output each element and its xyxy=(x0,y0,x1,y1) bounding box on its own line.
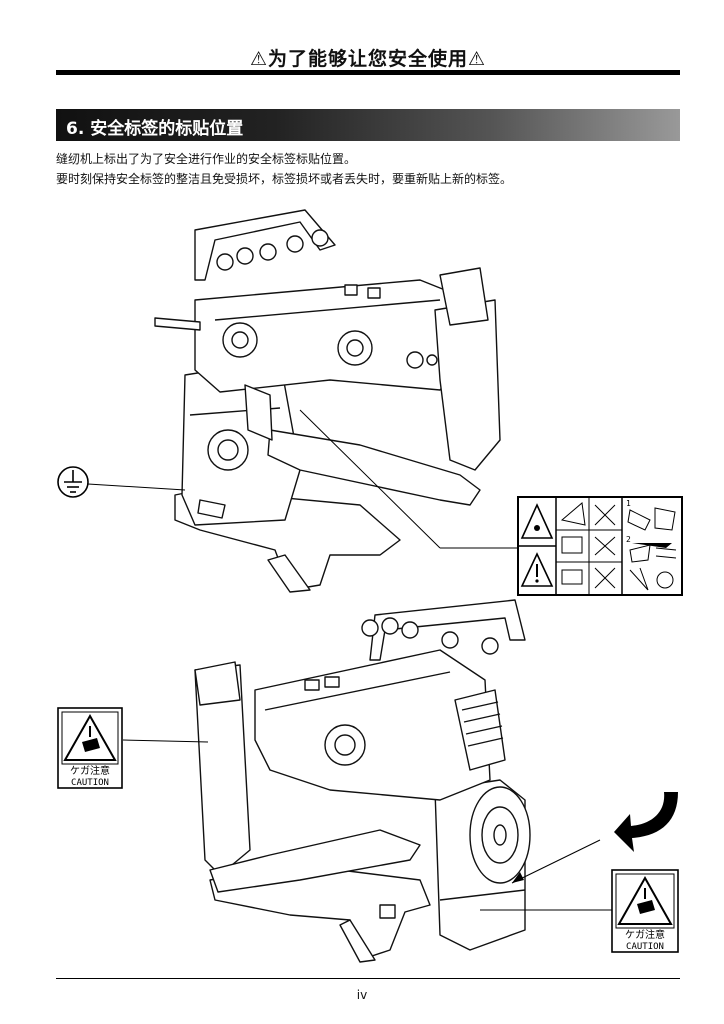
caution-jp-text: ケガ注意 xyxy=(625,928,665,941)
caution-label-right: ケガ注意 CAUTION xyxy=(611,869,679,953)
body-text-line-2: 要时刻保持安全标签的整洁且免受损坏，标签损坏或者丢失时，要重新贴上新的标签。 xyxy=(56,172,513,186)
section-title: 6. 安全标签的标贴位置 xyxy=(66,119,244,139)
body-text-line-1: 缝纫机上标出了为了安全进行作业的安全标签标贴位置。 xyxy=(56,152,357,166)
footer-rule xyxy=(56,978,680,979)
rotation-direction-arrow-icon xyxy=(614,792,678,852)
section-heading-bar: 6. 安全标签的标贴位置 xyxy=(56,109,680,141)
warning-panel-leader-line xyxy=(299,409,441,549)
panel-step-2: 2 xyxy=(626,535,631,544)
caution-label-left: ケガ注意 CAUTION xyxy=(57,707,123,789)
caution-en-text: CAUTION xyxy=(71,778,109,788)
lower-sewing-machine-illustration xyxy=(194,599,531,963)
ground-symbol xyxy=(57,466,186,498)
warning-label-panel: 1 2 xyxy=(517,496,683,596)
caution-en-text: CAUTION xyxy=(626,942,664,952)
page-header-title: ⚠为了能够让您安全使用⚠ xyxy=(249,48,487,70)
upper-sewing-machine-illustration xyxy=(154,209,501,593)
caution-jp-text: ケガ注意 xyxy=(70,764,110,777)
panel-step-1: 1 xyxy=(626,499,631,508)
page-number: iv xyxy=(356,988,368,1002)
header-rule xyxy=(56,70,680,75)
